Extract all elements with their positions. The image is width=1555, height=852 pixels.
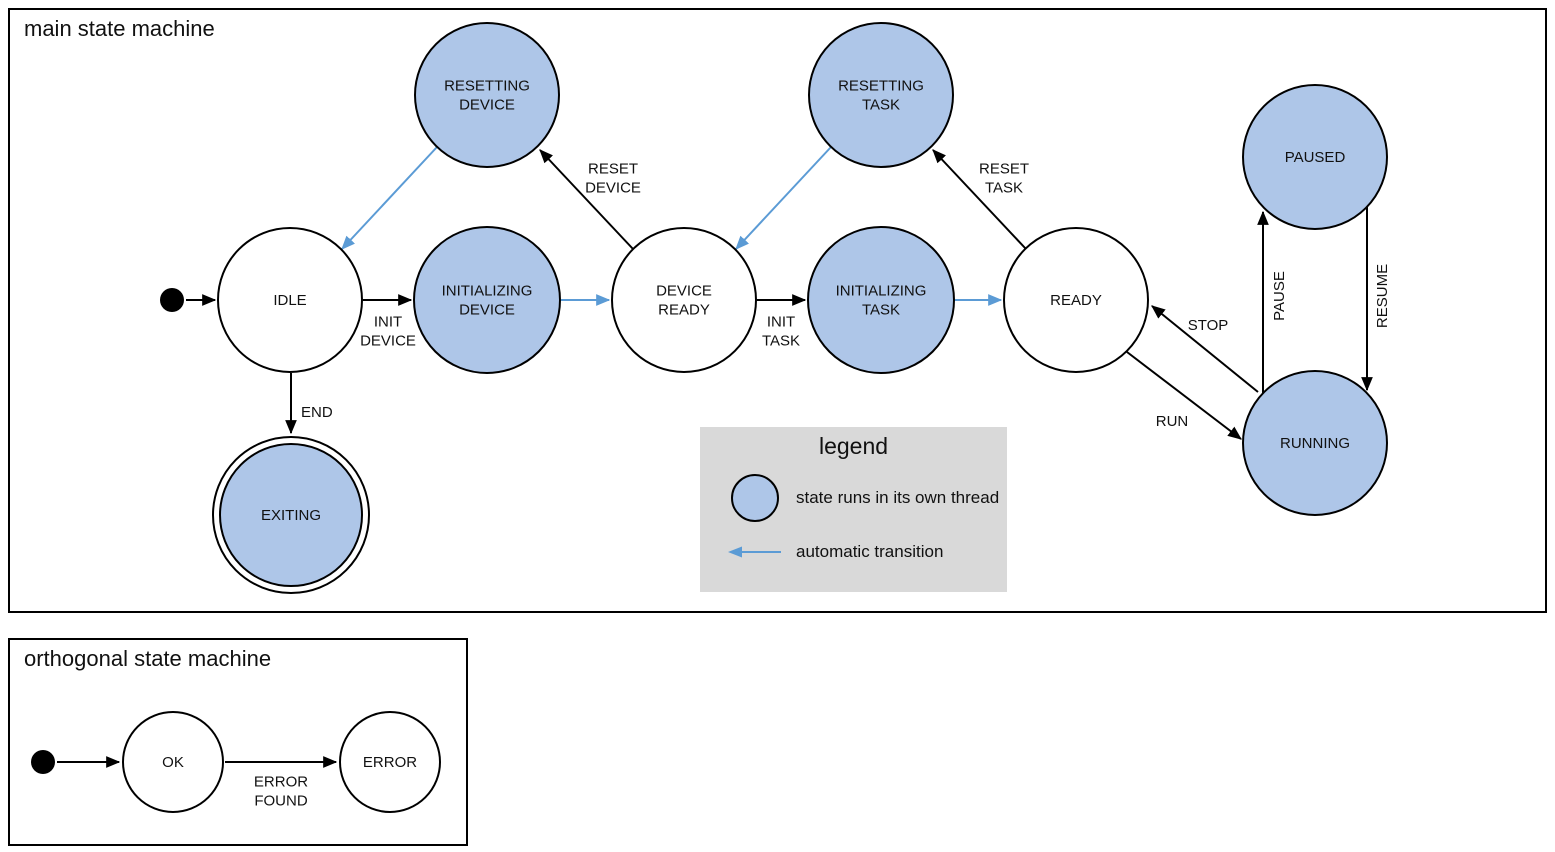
main-state-machine-title: main state machine — [24, 16, 215, 41]
legend-item-label: state runs in its own thread — [796, 488, 1000, 507]
legend-item-thread-state: state runs in its own thread — [700, 474, 1007, 522]
orthogonal-state-machine-panel: orthogonal state machine — [8, 638, 468, 846]
legend-title: legend — [818, 433, 889, 459]
legend: legend state runs in its own thread auto… — [700, 427, 1007, 592]
thread-state-circle-icon — [731, 474, 779, 522]
legend-swatch — [726, 474, 784, 522]
legend-item-automatic-transition: automatic transition — [700, 542, 1007, 562]
legend-item-label: automatic transition — [796, 542, 944, 561]
automatic-transition-arrow-icon — [728, 546, 781, 558]
orthogonal-state-machine-title: orthogonal state machine — [24, 646, 272, 671]
legend-swatch — [726, 545, 784, 559]
